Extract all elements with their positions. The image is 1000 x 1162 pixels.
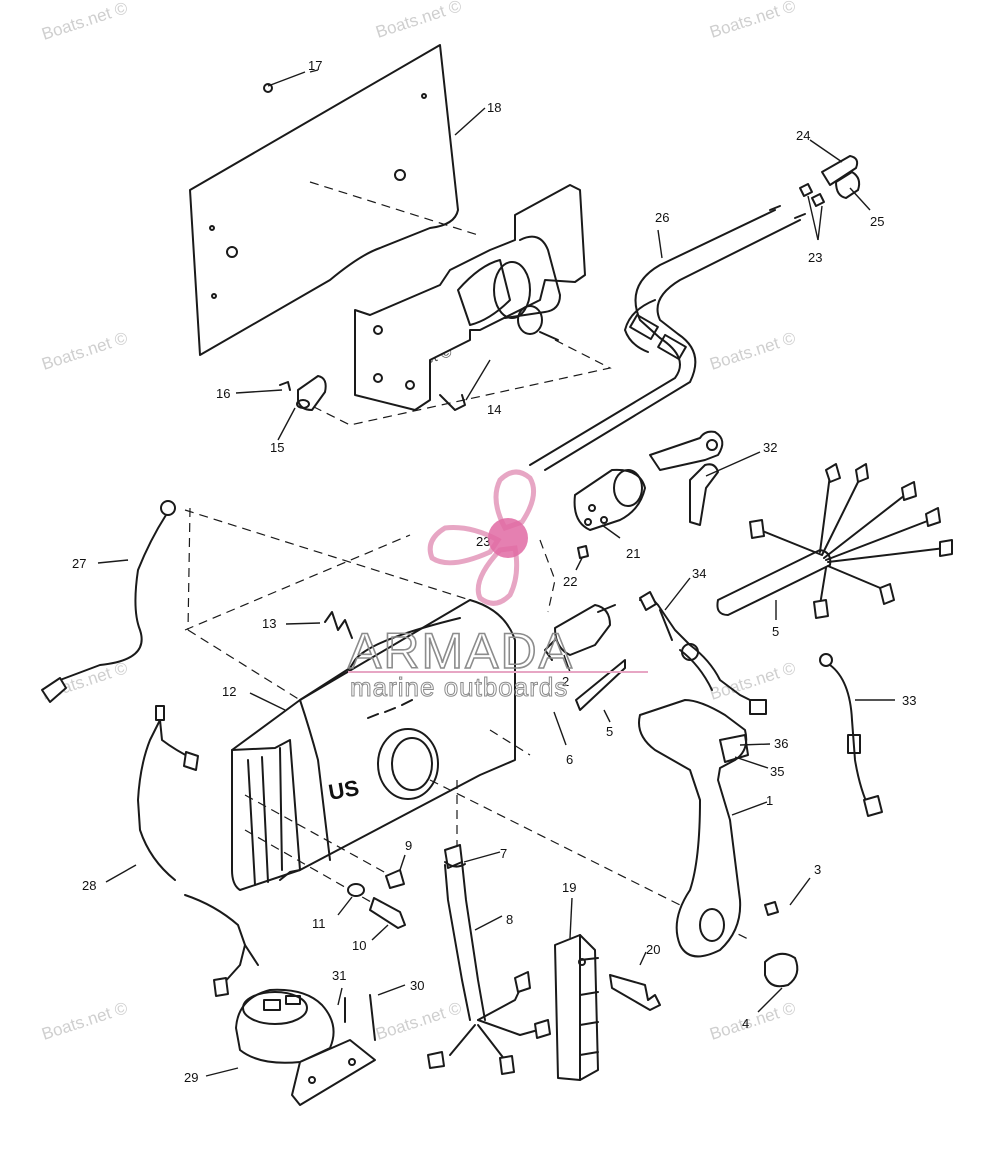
armada-logo: ARMADA marine outboards — [347, 469, 648, 703]
callout-label: 8 — [506, 912, 513, 927]
ignition-keys-part — [649, 430, 724, 526]
brand-name: ARMADA — [348, 623, 574, 679]
watermarks: Boats.net © Boats.net © Boats.net © Boat… — [39, 0, 798, 1044]
lanyard-switch-part — [639, 591, 767, 715]
callout-label: 33 — [902, 693, 916, 708]
callout-label: 5 — [606, 724, 613, 739]
watermark: Boats.net © — [39, 0, 130, 44]
callout-label: 5 — [772, 624, 779, 639]
callout-label: 22 — [563, 574, 577, 589]
callout-label: 16 — [216, 386, 230, 401]
stop-lanyard-part — [819, 653, 883, 817]
screw-part — [609, 974, 661, 1011]
watermark: Boats.net © — [707, 328, 798, 374]
callout-leaders — [97, 69, 895, 1077]
ground-cable-part — [41, 500, 176, 703]
callout-label: 14 — [487, 402, 501, 417]
callout-label: 26 — [655, 210, 669, 225]
callout-label: 3 — [814, 862, 821, 877]
callout-label: 7 — [500, 846, 507, 861]
callout-label: 1 — [766, 793, 773, 808]
callout-label: 25 — [870, 214, 884, 229]
callout-label: 29 — [184, 1070, 198, 1085]
wiring-harness-part — [716, 463, 953, 619]
warning-horn-part — [235, 988, 376, 1106]
callout-label: 28 — [82, 878, 96, 893]
callout-label: 2 — [562, 674, 569, 689]
main-harness-part — [427, 844, 551, 1075]
callout-label: 34 — [692, 566, 706, 581]
callout-label: 23 — [808, 250, 822, 265]
callouts: 17 18 24 26 25 23 16 14 15 32 27 23 21 2… — [72, 58, 916, 1085]
callout-label: 9 — [405, 838, 412, 853]
callout-label: 17 — [308, 58, 322, 73]
callout-label: 21 — [626, 546, 640, 561]
callout-label: 24 — [796, 128, 810, 143]
callout-label: 13 — [262, 616, 276, 631]
cable-end-parts — [799, 155, 861, 241]
callout-label: 35 — [770, 764, 784, 779]
callout-label: 20 — [646, 942, 660, 957]
callout-label: 18 — [487, 100, 501, 115]
callout-label: 31 — [332, 968, 346, 983]
control-handle-part — [638, 699, 799, 988]
gasket-plate-part — [189, 44, 459, 356]
callout-label: 19 — [562, 880, 576, 895]
ignition-switch-part — [539, 468, 646, 613]
callout-label: 27 — [72, 556, 86, 571]
callout-label: 30 — [410, 978, 424, 993]
watermark: Boats.net © — [707, 0, 798, 42]
fastener-parts — [347, 869, 406, 929]
terminal-block-part — [554, 934, 599, 1081]
watermark: Boats.net © — [39, 998, 130, 1044]
callout-label: 6 — [566, 752, 573, 767]
watermark: Boats.net © — [39, 328, 130, 374]
brand-tagline: marine outboards — [350, 672, 568, 702]
trim-harness-part — [137, 705, 259, 997]
pin-part — [279, 375, 327, 411]
callout-label: 10 — [352, 938, 366, 953]
watermark: Boats.net © — [707, 998, 798, 1044]
callout-label: 15 — [270, 440, 284, 455]
propeller-icon — [427, 469, 537, 606]
callout-label: 32 — [763, 440, 777, 455]
callout-label: 12 — [222, 684, 236, 699]
callout-label: 23 — [476, 534, 490, 549]
callout-label: 11 — [312, 916, 326, 931]
callout-label: 36 — [774, 736, 788, 751]
callout-label: 4 — [742, 1016, 749, 1031]
throttle-shift-cables-part — [529, 205, 806, 471]
housing-logo-text: US — [327, 775, 361, 805]
watermark: Boats.net © — [373, 998, 464, 1044]
watermark: Boats.net © — [373, 0, 464, 42]
choke-switch-part — [544, 604, 626, 711]
control-mechanism-part — [354, 184, 586, 411]
